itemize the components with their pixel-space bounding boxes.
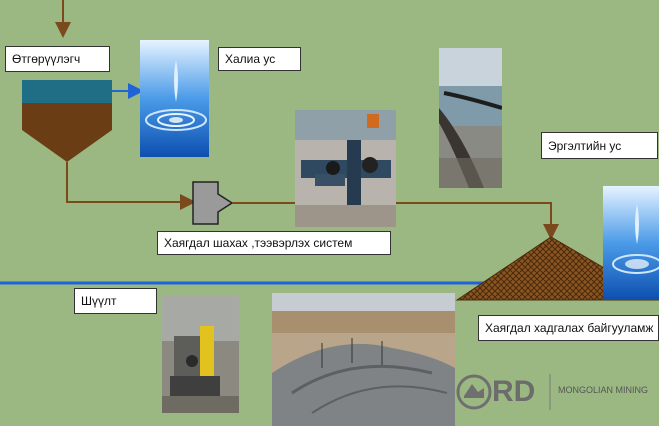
tailings-site-image [272,293,455,426]
thickener-body [22,103,112,162]
logo-mark: RD [492,375,536,408]
tailings-pumping-label: Хаягдал шахах ,тээвэрлэх систем [157,231,391,255]
logo-text: MONGOLIAN MINING [558,385,649,395]
company-logo: RD MONGOLIAN MINING [454,370,659,414]
overflow-water-label: Халиа ус [218,47,301,71]
return-water-image [439,48,502,188]
filtration-label: Шүүлт [74,288,157,314]
thickener-water-layer [22,80,112,103]
underflow-pipe [66,162,196,210]
return-water-label: Эргэлтийн ус [541,132,658,159]
water-drop-image-right [603,186,659,300]
tailings-pipe [396,202,559,240]
tailings-storage-label: Хаягдал хадгалах байгууламж [478,315,659,341]
pump-pipes-image [295,110,396,227]
thickener-label: Өтгөрүүлэгч [5,46,110,72]
water-drop-image [140,40,209,157]
filtration-image [162,296,239,413]
logo-emblem-icon [456,374,492,410]
pump-icon [192,181,234,225]
